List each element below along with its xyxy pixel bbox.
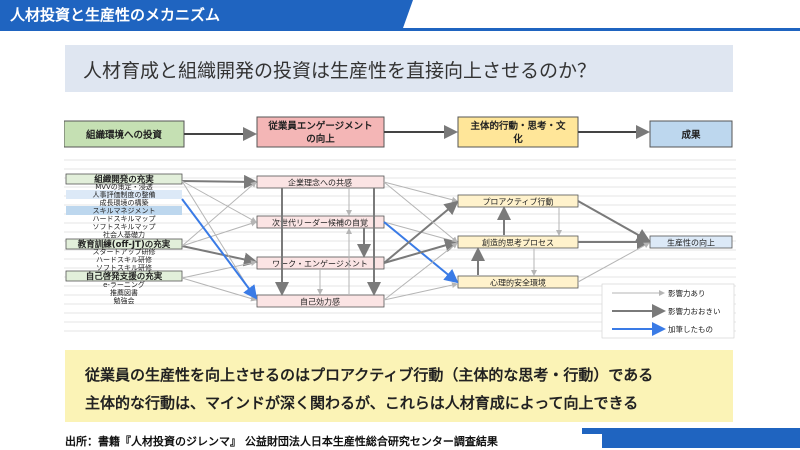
influence-arrow <box>181 180 257 223</box>
investment-subitem: 人事評価制度の整備 <box>93 190 156 199</box>
stage-label: 組織環境への投資 <box>86 129 163 141</box>
investment-header: 教育訓練(off-JT)の充実 <box>77 239 171 250</box>
section-title: 人材投資と生産性のメカニズム <box>10 6 221 24</box>
question-text: 人材育成と組織開発の投資は生産性を直接向上させるのか？ <box>83 60 597 82</box>
engagement-label: 企業理念への共感 <box>288 178 352 188</box>
investment-subitem: 推薦図書 <box>110 288 138 297</box>
influence-arrow <box>181 174 258 189</box>
investment-subitem: スタートアップ研修 <box>93 247 156 256</box>
influence-arrow <box>383 200 459 264</box>
question-box: 人材育成と組織開発の投資は生産性を直接向上させるのか？ <box>65 45 733 92</box>
stage-box <box>457 116 579 148</box>
investment-header: 組織開発の充実 <box>94 174 154 185</box>
investment-subitem: e-ラーニング <box>103 280 145 289</box>
investment-subitem: 社会人基礎力 <box>103 230 145 239</box>
stage-box <box>649 120 733 148</box>
investment-subitem: 勉強会 <box>114 296 135 305</box>
influence-arrow <box>181 181 257 247</box>
investment-header: 自己啓発支援の充実 <box>86 271 163 282</box>
stage-label: の向上 <box>306 133 335 145</box>
influence-arrow <box>383 238 459 264</box>
legend-label: 影響力おおきい <box>668 306 721 316</box>
source-note: 出所：書籍『人材投資のジレンマ』 公益財団法人日本生産性総合研究センター調査結果 <box>65 435 498 448</box>
legend-label: 影響力あり <box>668 288 706 298</box>
summary-line-2: 主体的な行動は、マインドが深く関わるが、これらは人材育成によって向上できる <box>85 394 639 412</box>
header-rule <box>0 28 800 31</box>
engagement-label: 自己効力感 <box>300 297 340 307</box>
investment-header-box <box>65 270 183 282</box>
stage-label: 成果 <box>681 129 701 141</box>
influence-arrow <box>383 181 458 203</box>
footer-bar-lower <box>602 434 800 448</box>
influence-arrow <box>181 245 258 267</box>
footer-bar <box>582 428 800 434</box>
engagement-label: ワーク・エンゲージメント <box>272 259 368 269</box>
influence-arrow <box>181 260 257 279</box>
legend-label: 加筆したもの <box>668 324 713 334</box>
investment-header-box <box>65 173 183 185</box>
investment-subitem: ソフトスキルマップ <box>93 223 156 231</box>
summary-line-1: 従業員の生産性を向上させるのはプロアクティブ行動（主体的な思考・行動）である <box>85 366 654 384</box>
influence-arrow <box>577 200 651 242</box>
behavior-label: 創造的思考プロセス <box>482 238 554 248</box>
behavior-label: プロアクティブ行動 <box>482 197 553 207</box>
influence-arrow <box>383 242 458 301</box>
engagement-box <box>256 294 385 308</box>
investment-header-box <box>65 238 183 250</box>
investment-subitem: ハードスキル研修 <box>96 255 152 264</box>
highlight-row <box>66 206 182 215</box>
influence-arrow <box>181 220 257 247</box>
stage-label: 化 <box>513 133 523 145</box>
influence-arrow <box>383 181 458 243</box>
investment-subitem: MVVの策定・浸透 <box>95 182 153 191</box>
stage-label: 主体的行動・思考・文 <box>470 120 566 132</box>
behavior-label: 心理的安全環境 <box>490 278 546 288</box>
section-tab: 人材投資と生産性のメカニズム <box>0 0 413 28</box>
blue-row <box>66 190 182 199</box>
investment-subitem: スキルマネジメント <box>93 207 156 215</box>
influence-arrow <box>577 242 650 283</box>
investment-subitem: ソフトスキル研修 <box>96 263 152 272</box>
investment-subitem: ハードスキルマップ <box>93 215 156 223</box>
stage-label: 従業員エンゲージメント <box>267 120 372 132</box>
engagement-label: 次世代リーダー候補の自覚 <box>272 218 368 228</box>
influence-arrow <box>383 282 458 301</box>
stage-box <box>256 116 385 148</box>
outcome-label: 生産性の向上 <box>667 238 715 248</box>
added-arrow <box>181 198 258 300</box>
investment-subitem: 成長環境の構築 <box>100 198 149 207</box>
summary-box: 従業員の生産性を向上させるのはプロアクティブ行動（主体的な思考・行動）である 主… <box>65 350 733 422</box>
